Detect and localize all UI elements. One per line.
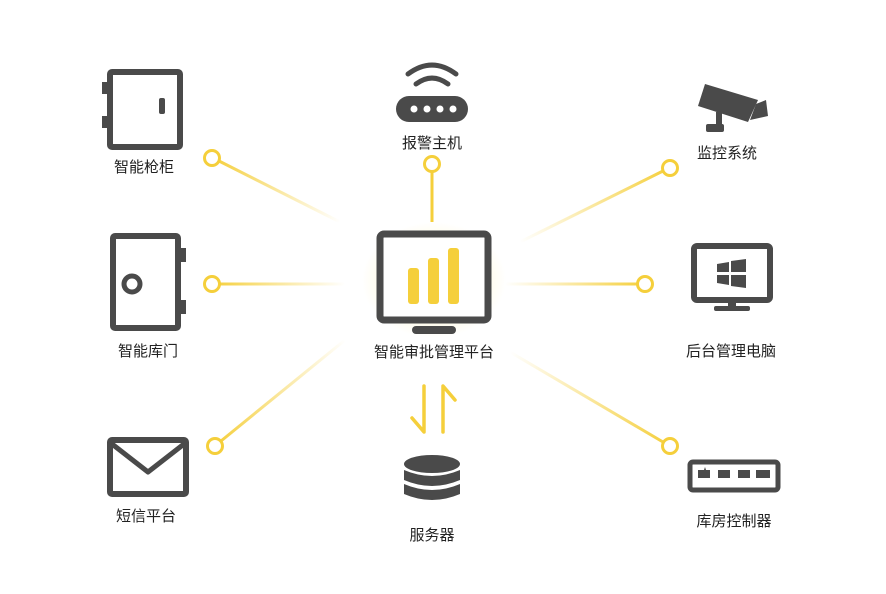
- endpoint-sms-platform: [206, 437, 224, 455]
- label-smart-gun-cabinet: 智能枪柜: [113, 158, 175, 176]
- endpoint-monitoring-system: [661, 159, 679, 177]
- safe-cabinet-icon: [102, 69, 183, 150]
- bidirectional-arrows-icon: [410, 384, 457, 434]
- label-smart-vault-door: 智能库门: [117, 342, 179, 360]
- endpoint-smart-vault-door: [203, 275, 221, 293]
- label-sms-platform: 短信平台: [115, 507, 177, 525]
- windows-monitor-icon: [691, 243, 773, 311]
- connector-smart-gun-cabinet: [218, 159, 341, 224]
- endpoint-room-controller: [661, 437, 679, 455]
- label-backend-computer: 后台管理电脑: [685, 342, 777, 360]
- connector-room-controller: [509, 350, 664, 444]
- connector-endpoints: [203, 149, 679, 455]
- endpoint-backend-computer: [636, 275, 654, 293]
- label-monitoring-system: 监控系统: [696, 144, 758, 162]
- connector-monitoring-system: [519, 169, 664, 244]
- router-icon: [396, 62, 468, 122]
- network-switch-icon: [687, 459, 781, 493]
- label-center-platform: 智能审批管理平台: [373, 343, 495, 361]
- cctv-camera-icon: [698, 84, 768, 132]
- envelope-icon: [107, 437, 189, 497]
- endpoint-alarm-host: [423, 155, 441, 173]
- vault-door-icon: [110, 233, 186, 331]
- label-server: 服务器: [409, 526, 455, 544]
- endpoint-smart-gun-cabinet: [203, 149, 221, 167]
- connectors: [218, 159, 664, 444]
- database-icon: [404, 455, 460, 500]
- monitor-bar-chart-icon: [362, 222, 506, 338]
- label-room-controller: 库房控制器: [696, 512, 772, 530]
- connector-sms-platform: [220, 338, 346, 443]
- label-alarm-host: 报警主机: [401, 134, 463, 152]
